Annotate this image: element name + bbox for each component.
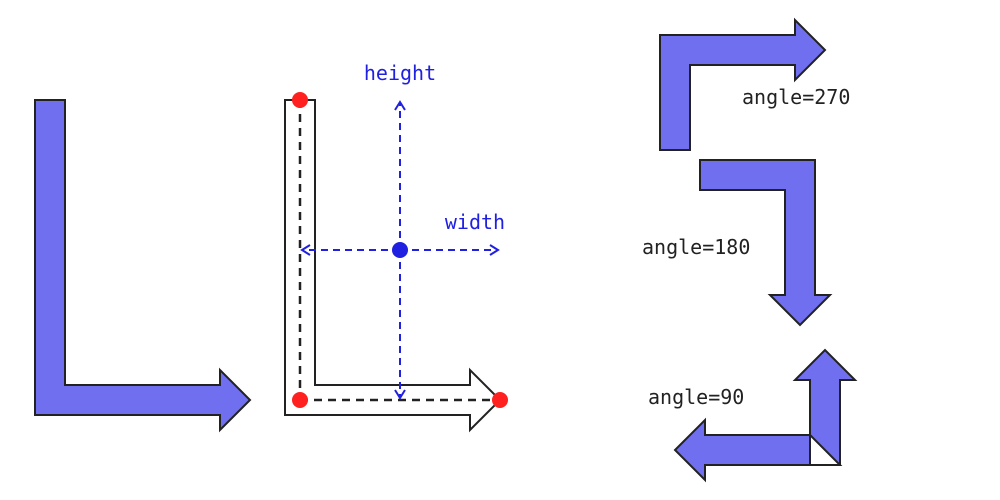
l-arrow-filled xyxy=(34,99,252,433)
anchor-point-corner xyxy=(292,392,308,408)
height-label: height xyxy=(364,61,436,85)
anchor-point-tip xyxy=(492,392,508,408)
anchor-point-top xyxy=(292,92,308,108)
angle-90-label: angle=90 xyxy=(648,385,744,409)
angle-270-label: angle=270 xyxy=(742,85,850,109)
center-point xyxy=(392,242,408,258)
arrow-angle-180 xyxy=(699,159,833,327)
l-arrow-outline xyxy=(284,99,502,433)
arrow-angle-90 xyxy=(673,348,858,483)
width-label: width xyxy=(445,210,505,234)
arrow-angle-270 xyxy=(659,17,827,151)
angle-180-label: angle=180 xyxy=(642,235,750,259)
